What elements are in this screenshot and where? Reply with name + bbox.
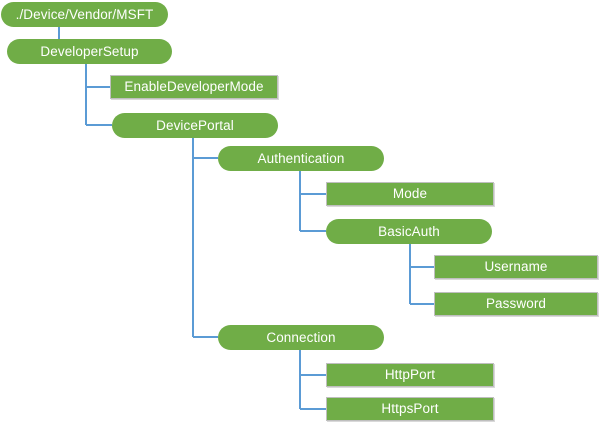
node-connection[interactable]: Connection (218, 325, 384, 350)
node-username[interactable]: Username (434, 255, 598, 279)
node-label-authentication: Authentication (257, 150, 345, 166)
node-label-username: Username (484, 259, 548, 275)
node-httpsport[interactable]: HttpsPort (326, 397, 494, 421)
connector-authentication-to-mode (299, 171, 326, 195)
connector-connection-to-httpport (299, 350, 326, 376)
node-password[interactable]: Password (434, 292, 598, 316)
node-httpport[interactable]: HttpPort (326, 363, 494, 387)
node-label-deviceportal: DevicePortal (156, 117, 234, 133)
node-enabledevelopermode[interactable]: EnableDeveloperMode (110, 75, 278, 99)
node-label-httpsport: HttpsPort (381, 401, 439, 417)
connector-basicauth-to-username (409, 244, 434, 268)
node-label-connection: Connection (266, 329, 336, 345)
connector-basicauth-to-password (409, 244, 434, 305)
node-basicauth[interactable]: BasicAuth (326, 219, 492, 244)
connector-developersetup-to-enabledevelopermode (85, 64, 110, 88)
node-authentication[interactable]: Authentication (218, 146, 384, 171)
connector-deviceportal-to-authentication (192, 138, 218, 159)
connector-deviceportal-to-connection (192, 138, 218, 338)
node-label-root: ./Device/Vendor/MSFT (15, 6, 154, 22)
node-label-httpport: HttpPort (384, 367, 436, 383)
node-label-password: Password (485, 296, 547, 312)
node-label-developersetup: DeveloperSetup (40, 43, 139, 59)
node-mode[interactable]: Mode (326, 182, 494, 206)
node-developersetup[interactable]: DeveloperSetup (7, 39, 172, 64)
connector-authentication-to-basicauth (299, 171, 326, 232)
node-root[interactable]: ./Device/Vendor/MSFT (1, 2, 168, 27)
node-deviceportal[interactable]: DevicePortal (112, 113, 278, 138)
node-label-mode: Mode (392, 186, 428, 202)
connector-developersetup-to-deviceportal (85, 64, 112, 126)
node-label-basicauth: BasicAuth (378, 223, 440, 239)
node-label-enabledevelopermode: EnableDeveloperMode (124, 79, 264, 95)
connector-connection-to-httpsport (299, 350, 326, 410)
